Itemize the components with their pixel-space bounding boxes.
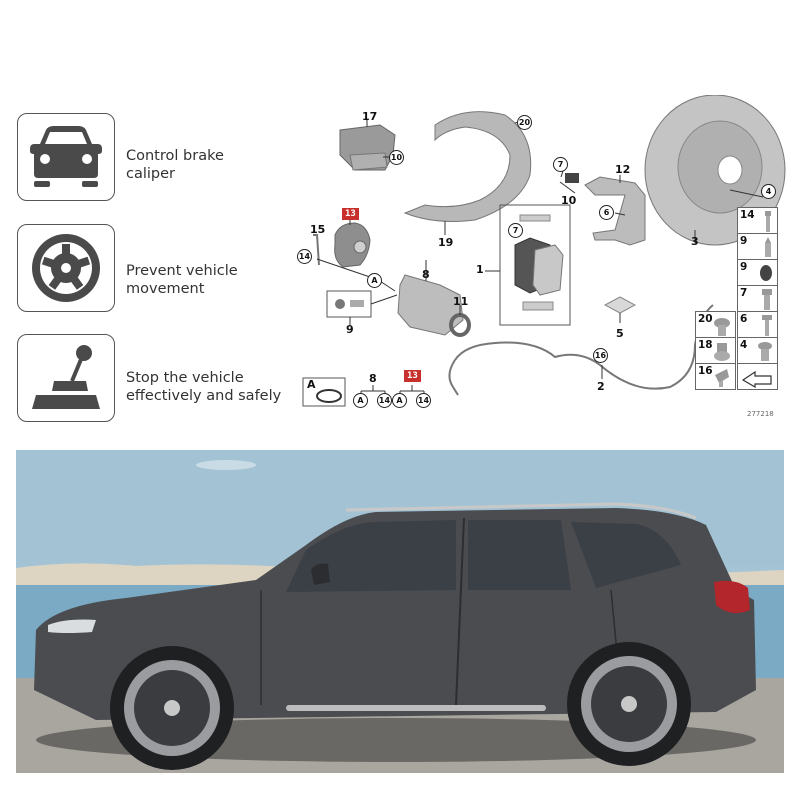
label-3: 3 bbox=[691, 235, 699, 248]
feature-box-prevent-movement bbox=[17, 224, 115, 312]
legend-8-A: A bbox=[353, 393, 368, 408]
parts-cell-9a: 9 bbox=[737, 233, 778, 260]
front-wheel bbox=[110, 646, 234, 770]
dust-cap-icon bbox=[760, 265, 772, 281]
vehicle-photo bbox=[16, 450, 784, 773]
suv-side-view-image bbox=[16, 450, 784, 773]
parts-cell-7: 7 bbox=[737, 285, 778, 312]
label-13-red: 13 bbox=[342, 208, 359, 220]
screw-icon bbox=[758, 342, 772, 361]
label-10: 10 bbox=[561, 194, 577, 207]
legend-13-14: 14 bbox=[416, 393, 431, 408]
feature-text-prevent-movement: Prevent vehicle movement bbox=[126, 263, 238, 297]
bleeder-valve-icon bbox=[765, 237, 771, 257]
legend-8-14: 14 bbox=[377, 393, 392, 408]
feature-text-brake-caliper: Control brake caliper bbox=[126, 148, 224, 182]
parts-cell-16: 16 bbox=[695, 363, 736, 390]
bolt-icon bbox=[762, 315, 772, 336]
bolt-icon bbox=[762, 289, 772, 310]
callout-14: 14 bbox=[297, 249, 312, 264]
parts-cell-arrow bbox=[737, 363, 778, 390]
nut-icon bbox=[714, 343, 730, 361]
parts-cell-4: 4 bbox=[737, 337, 778, 364]
legend-8-label: 8 bbox=[369, 372, 377, 385]
callout-7-top: 7 bbox=[553, 157, 568, 172]
clip-icon bbox=[715, 369, 729, 387]
legend-13-label: 13 bbox=[404, 370, 421, 382]
car-front-icon bbox=[30, 126, 102, 187]
legend-13-A: A bbox=[392, 393, 407, 408]
label-12: 12 bbox=[615, 163, 631, 176]
callout-10: 10 bbox=[389, 150, 404, 165]
callout-20: 20 bbox=[517, 115, 532, 130]
label-9: 9 bbox=[346, 323, 354, 336]
bolt-icon bbox=[765, 211, 771, 232]
label-17: 17 bbox=[362, 110, 378, 123]
label-2: 2 bbox=[597, 380, 605, 393]
catalog-number: 277218 bbox=[747, 410, 774, 418]
arrow-symbol-icon bbox=[741, 370, 772, 388]
feature-text-stop-vehicle: Stop the vehicle effectively and safely bbox=[126, 370, 282, 404]
wheel-icon bbox=[32, 234, 100, 302]
rear-wheel bbox=[567, 642, 691, 766]
flange-bolt-icon bbox=[714, 318, 730, 336]
control-module-part bbox=[339, 124, 396, 171]
legend-A-label: A bbox=[307, 378, 316, 391]
callout-16: 16 bbox=[593, 348, 608, 363]
parts-cell-14: 14 bbox=[737, 207, 778, 234]
callout-A: A bbox=[367, 273, 382, 288]
label-8: 8 bbox=[422, 268, 430, 281]
parts-cell-20: 20 bbox=[695, 311, 736, 338]
callout-6: 6 bbox=[599, 205, 614, 220]
callout-4: 4 bbox=[761, 184, 776, 199]
label-11: 11 bbox=[453, 295, 469, 308]
parts-cell-9b: 9 bbox=[737, 259, 778, 286]
label-19: 19 bbox=[438, 236, 454, 249]
brake-parts-diagram: 17 10 20 19 13 15 14 A 8 9 11 7 10 12 6 … bbox=[295, 95, 800, 430]
parts-illustration bbox=[302, 95, 786, 407]
label-15: 15 bbox=[310, 223, 326, 236]
feature-box-brake-caliper bbox=[17, 113, 115, 201]
parts-cell-6: 6 bbox=[737, 311, 778, 338]
parking-brake-lever-icon bbox=[32, 345, 100, 409]
parts-cell-18: 18 bbox=[695, 337, 736, 364]
feature-box-stop-vehicle bbox=[17, 334, 115, 422]
label-5: 5 bbox=[616, 327, 624, 340]
label-1: 1 bbox=[476, 263, 484, 276]
callout-7-pad: 7 bbox=[508, 223, 523, 238]
